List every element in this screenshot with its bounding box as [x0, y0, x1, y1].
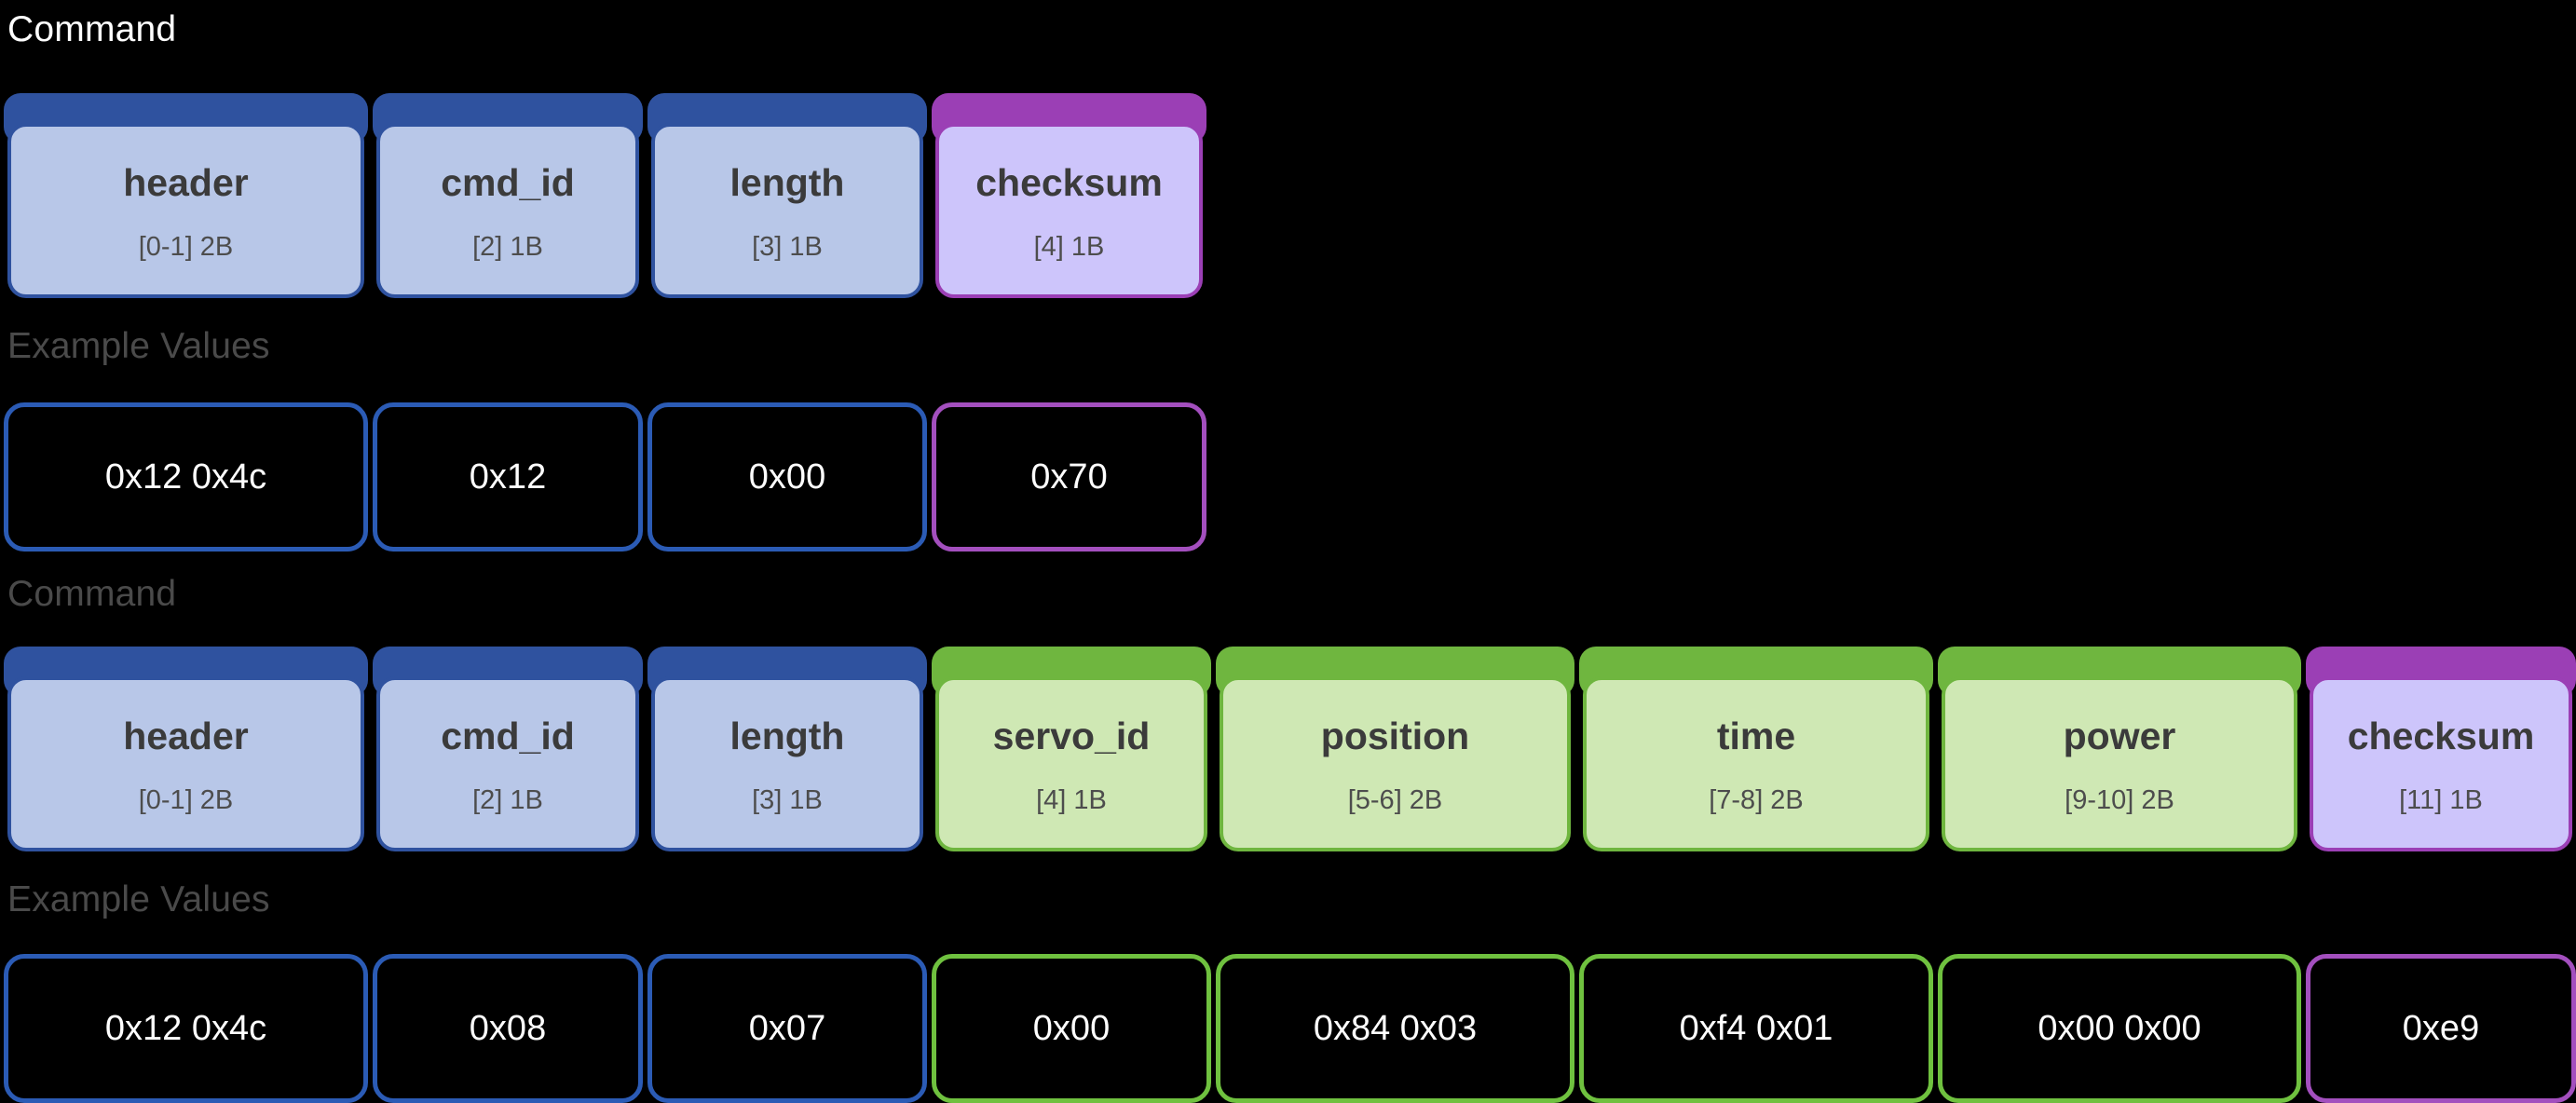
example-value-text: 0x12	[469, 457, 547, 497]
example-value-cell[interactable]: 0x00	[932, 954, 1211, 1103]
field-name: header	[123, 715, 249, 757]
example-value-cell[interactable]: 0x84 0x03	[1216, 954, 1574, 1103]
field-power[interactable]: power [9-10] 2B	[1938, 647, 2301, 851]
field-name: power	[2063, 715, 2176, 757]
field-body: position [5-6] 2B	[1220, 676, 1571, 851]
example-value-text: 0x00 0x00	[2038, 1009, 2201, 1048]
example-value-cell[interactable]: 0x12 0x4c	[4, 402, 368, 552]
example-value-text: 0x07	[748, 1009, 826, 1048]
example-value-cell[interactable]: 0x00	[647, 402, 927, 552]
example-value-cell[interactable]: 0x07	[647, 954, 927, 1103]
field-name: cmd_id	[441, 161, 575, 204]
packet-2-examples-label: Example Values	[7, 879, 270, 919]
field-name: checksum	[975, 161, 1163, 204]
field-checksum[interactable]: checksum [11] 1B	[2306, 647, 2576, 851]
field-name: position	[1320, 715, 1470, 757]
field-cmd_id[interactable]: cmd_id [2] 1B	[373, 647, 643, 851]
field-byte-range: [7-8] 2B	[1709, 785, 1804, 815]
field-byte-range: [4] 1B	[1033, 232, 1105, 262]
example-value-text: 0xf4 0x01	[1679, 1009, 1833, 1048]
example-value-cell[interactable]: 0x12	[373, 402, 643, 552]
example-value-cell[interactable]: 0x08	[373, 954, 643, 1103]
field-name: time	[1716, 715, 1796, 757]
field-name: checksum	[2347, 715, 2535, 757]
field-byte-range: [9-10] 2B	[2065, 785, 2174, 815]
field-body: checksum [11] 1B	[2310, 676, 2572, 851]
example-value-text: 0x12 0x4c	[104, 1009, 267, 1048]
field-byte-range: [2] 1B	[472, 232, 543, 262]
example-value-cell[interactable]: 0x70	[932, 402, 1206, 552]
field-body: cmd_id [2] 1B	[376, 676, 639, 851]
example-value-text: 0x00	[1032, 1009, 1111, 1048]
field-byte-range: [2] 1B	[472, 785, 543, 815]
field-name: length	[729, 715, 845, 757]
field-byte-range: [3] 1B	[752, 232, 823, 262]
field-body: length [3] 1B	[651, 123, 923, 298]
packet-2-title: Command	[7, 574, 177, 614]
packet-1-title: Command	[7, 9, 177, 49]
example-value-cell[interactable]: 0xe9	[2306, 954, 2576, 1103]
packet-1-examples-label: Example Values	[7, 326, 270, 366]
field-body: servo_id [4] 1B	[935, 676, 1207, 851]
field-position[interactable]: position [5-6] 2B	[1216, 647, 1574, 851]
example-value-text: 0xe9	[2402, 1009, 2480, 1048]
field-body: length [3] 1B	[651, 676, 923, 851]
field-byte-range: [3] 1B	[752, 785, 823, 815]
field-time[interactable]: time [7-8] 2B	[1579, 647, 1933, 851]
field-body: header [0-1] 2B	[7, 676, 364, 851]
field-header[interactable]: header [0-1] 2B	[4, 647, 368, 851]
example-value-cell[interactable]: 0xf4 0x01	[1579, 954, 1933, 1103]
example-value-text: 0x70	[1030, 457, 1108, 497]
field-cmd_id[interactable]: cmd_id [2] 1B	[373, 93, 643, 298]
field-body: checksum [4] 1B	[935, 123, 1203, 298]
example-value-cell[interactable]: 0x12 0x4c	[4, 954, 368, 1103]
field-length[interactable]: length [3] 1B	[647, 647, 927, 851]
field-byte-range: [11] 1B	[2399, 785, 2483, 815]
field-body: header [0-1] 2B	[7, 123, 364, 298]
field-header[interactable]: header [0-1] 2B	[4, 93, 368, 298]
field-servo_id[interactable]: servo_id [4] 1B	[932, 647, 1211, 851]
field-body: power [9-10] 2B	[1942, 676, 2297, 851]
example-value-text: 0x84 0x03	[1313, 1009, 1478, 1048]
example-value-text: 0x00	[748, 457, 826, 497]
field-checksum[interactable]: checksum [4] 1B	[932, 93, 1206, 298]
field-byte-range: [4] 1B	[1036, 785, 1107, 815]
field-name: header	[123, 161, 249, 204]
field-body: cmd_id [2] 1B	[376, 123, 639, 298]
field-name: cmd_id	[441, 715, 575, 757]
field-byte-range: [0-1] 2B	[138, 232, 234, 262]
field-name: length	[729, 161, 845, 204]
field-name: servo_id	[992, 715, 1151, 757]
example-value-cell[interactable]: 0x00 0x00	[1938, 954, 2301, 1103]
example-value-text: 0x12 0x4c	[104, 457, 267, 497]
example-value-text: 0x08	[469, 1009, 547, 1048]
field-byte-range: [5-6] 2B	[1347, 785, 1443, 815]
field-byte-range: [0-1] 2B	[138, 785, 234, 815]
field-length[interactable]: length [3] 1B	[647, 93, 927, 298]
field-body: time [7-8] 2B	[1583, 676, 1929, 851]
